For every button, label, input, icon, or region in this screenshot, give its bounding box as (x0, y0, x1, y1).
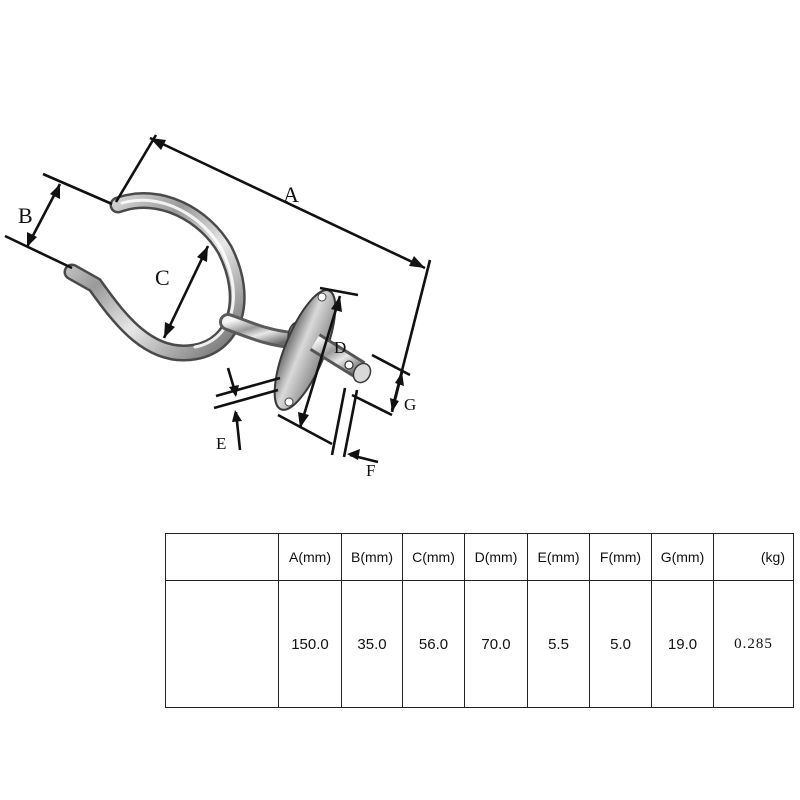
oarlock-product (63, 192, 372, 411)
label-c: C (155, 265, 170, 290)
dimension-lines (4, 134, 432, 464)
value-cell-c: 56.0 (402, 580, 465, 708)
value-cell-b: 35.0 (341, 580, 403, 708)
header-cell-c: C(mm) (402, 533, 465, 581)
header-cell-weight: (kg) (713, 533, 794, 581)
value-cell-a: 150.0 (278, 580, 342, 708)
label-a: A (283, 182, 299, 207)
label-b: B (18, 203, 33, 228)
label-e: E (216, 434, 226, 453)
label-d: D (334, 338, 346, 357)
value-cell-weight: 0.285 (713, 580, 794, 708)
header-cell-e: E(mm) (527, 533, 590, 581)
header-cell-d: D(mm) (464, 533, 528, 581)
table-header-row: A(mm) B(mm) C(mm) D(mm) E(mm) F(mm) G(mm… (165, 533, 794, 581)
label-g: G (404, 395, 416, 414)
header-cell-f: F(mm) (589, 533, 652, 581)
header-cell-g: G(mm) (651, 533, 714, 581)
table-value-row: 150.0 35.0 56.0 70.0 5.5 5.0 19.0 0.285 (165, 580, 794, 708)
value-cell-e: 5.5 (527, 580, 590, 708)
value-cell-blank (165, 580, 279, 708)
oarlock-dimension-drawing: A B C D E F G (4, 134, 432, 480)
value-cell-f: 5.0 (589, 580, 652, 708)
specification-table: A(mm) B(mm) C(mm) D(mm) E(mm) F(mm) G(mm… (165, 533, 794, 708)
value-cell-d: 70.0 (464, 580, 528, 708)
header-cell-blank (165, 533, 279, 581)
value-cell-g: 19.0 (651, 580, 714, 708)
header-cell-a: A(mm) (278, 533, 342, 581)
header-cell-b: B(mm) (341, 533, 403, 581)
label-f: F (366, 461, 375, 480)
